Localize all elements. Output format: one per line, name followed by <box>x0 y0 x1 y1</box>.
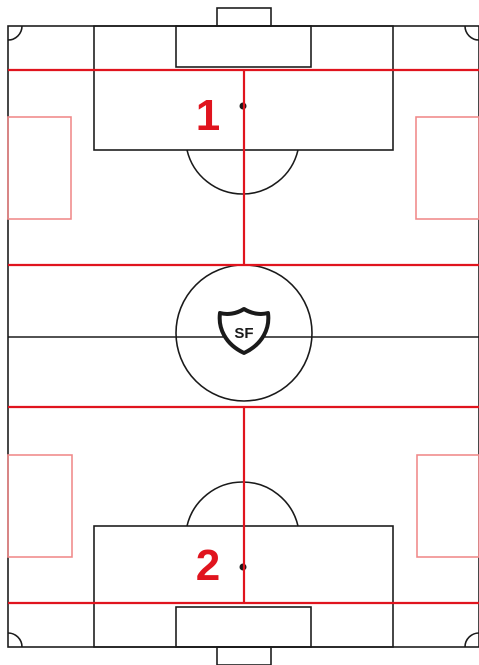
logo-text: SF <box>234 325 253 342</box>
zone-label-1: 1 <box>196 91 220 140</box>
side-box-top-left <box>7 116 72 220</box>
bottom-penalty-arc <box>186 481 299 527</box>
top-goal <box>216 7 272 27</box>
bottom-goal-box <box>175 606 312 648</box>
top-goal-box <box>175 25 312 68</box>
side-box-bottom-right <box>416 454 479 558</box>
side-boxes <box>7 116 479 558</box>
side-box-bottom-left <box>7 454 73 558</box>
top-penalty-arc <box>186 149 299 195</box>
shield-icon <box>217 307 271 355</box>
center-logo: SF <box>217 307 271 355</box>
corner-arc-top-left <box>7 25 23 41</box>
zone-lines <box>8 68 479 605</box>
side-box-top-right <box>415 116 479 220</box>
zone-label-2: 2 <box>196 541 220 590</box>
corner-arc-bottom-right <box>464 632 479 648</box>
bottom-goal <box>216 646 272 665</box>
corner-arc-bottom-left <box>7 632 23 648</box>
corner-arc-top-right <box>464 25 479 41</box>
